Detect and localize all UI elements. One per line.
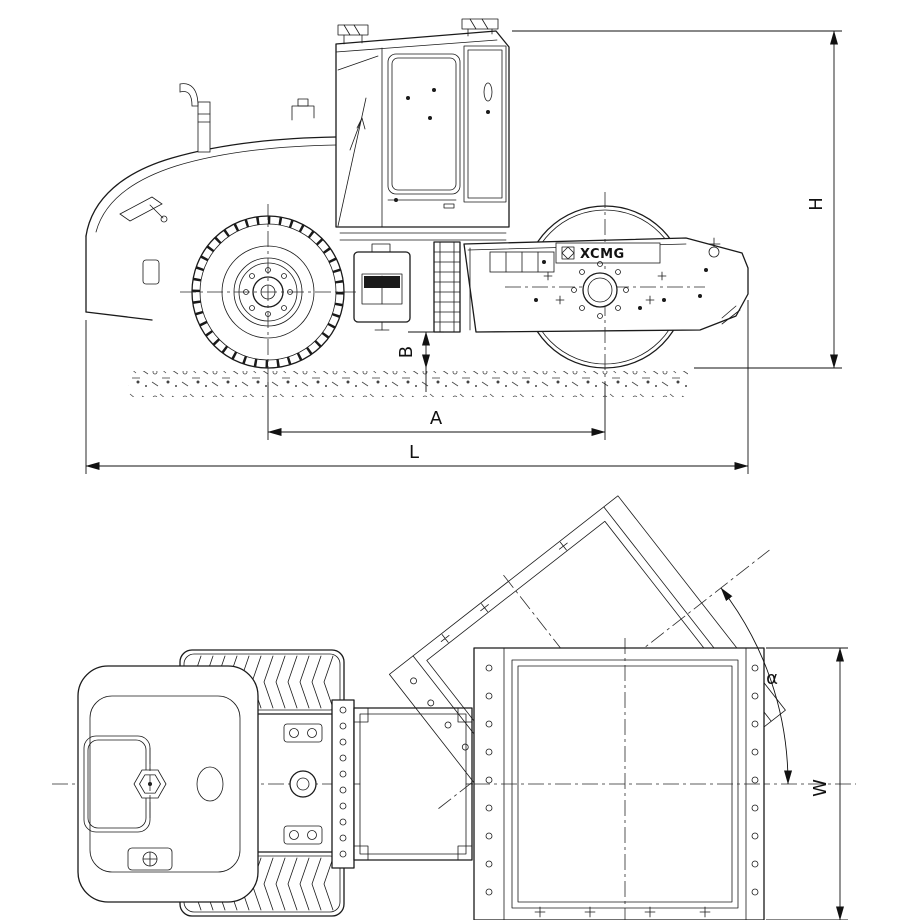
- roof-rail-right: [461, 18, 499, 37]
- tire-tread: [192, 216, 344, 368]
- rear-latch: [142, 259, 160, 285]
- dim-B: B: [396, 331, 444, 392]
- door-window: [387, 53, 461, 195]
- dim-label-B: B: [396, 346, 417, 358]
- side-view: XCMG: [85, 18, 842, 474]
- dim-label-L: L: [409, 442, 419, 463]
- hydraulic-tank: [353, 243, 411, 331]
- roof-rail-left: [337, 24, 369, 45]
- tow-hitch: [707, 237, 721, 258]
- rear-wheel: [180, 204, 356, 382]
- wiper-icon: [349, 117, 366, 151]
- hood-handle: [291, 98, 315, 121]
- front-frame: XCMG: [463, 192, 749, 382]
- dim-label-alpha: α: [766, 668, 778, 689]
- door-handle: [443, 203, 455, 209]
- pivot-pin: [289, 770, 317, 798]
- dim-label-W: W: [810, 779, 831, 797]
- dim-L: L: [85, 300, 749, 474]
- rear-cab-panel: [463, 45, 507, 203]
- articulation-joint: [433, 241, 461, 333]
- dim-W: W: [766, 647, 848, 920]
- exhaust-pipe: [179, 83, 211, 153]
- rear-bracket: [127, 847, 173, 871]
- rear-body: [85, 136, 337, 321]
- ground-hatch: [128, 371, 688, 397]
- seat-outline: [196, 766, 224, 802]
- cab: [335, 18, 510, 241]
- plan-articulation: [283, 699, 355, 869]
- dim-label-H: H: [806, 197, 827, 211]
- joint-plate: [331, 699, 355, 869]
- grab-handle: [483, 82, 493, 102]
- plan-yoke: [353, 707, 473, 861]
- dim-H: H: [512, 30, 842, 369]
- rear-handle: [119, 196, 163, 222]
- brand-badge: XCMG: [555, 242, 661, 264]
- brand-logo-text: XCMG: [580, 247, 625, 262]
- dim-label-A: A: [430, 408, 443, 429]
- dim-A: A: [267, 382, 606, 440]
- plan-rear-body: [77, 665, 259, 903]
- scraper: [721, 305, 741, 325]
- plan-view: α W: [52, 495, 856, 920]
- dim-alpha: α: [720, 587, 793, 785]
- plan-drum-straight: [473, 638, 765, 920]
